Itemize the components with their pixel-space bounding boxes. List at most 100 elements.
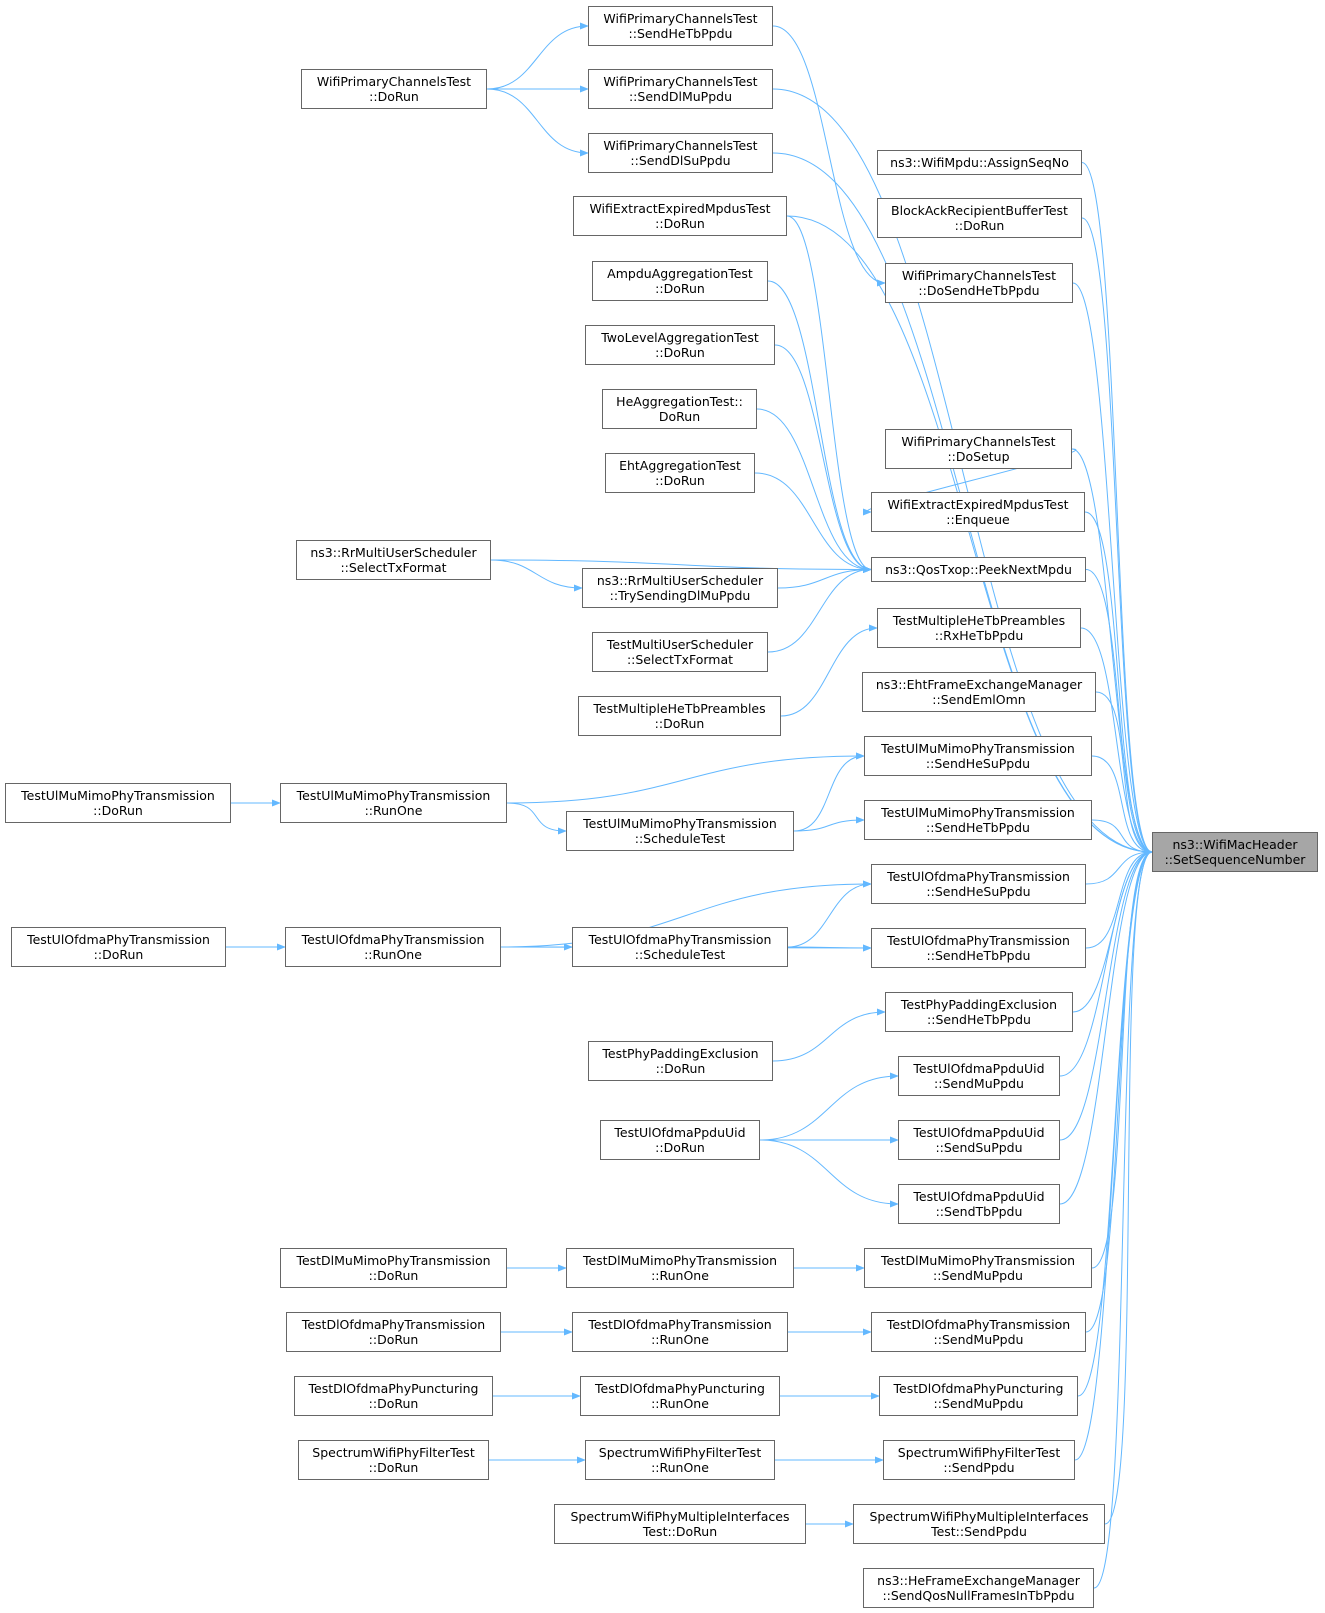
graph-node[interactable]: SpectrumWifiPhyFilterTest::SendPpdu bbox=[883, 1440, 1075, 1480]
graph-node[interactable]: TestMultiUserScheduler::SelectTxFormat bbox=[592, 632, 768, 672]
node-label-line2: ::DoRun bbox=[655, 1061, 706, 1076]
graph-node[interactable]: WifiPrimaryChannelsTest::DoRun bbox=[301, 69, 487, 109]
graph-node[interactable]: WifiPrimaryChannelsTest::SendHeTbPpdu bbox=[588, 6, 773, 46]
root-node-set-sequence-number[interactable]: ns3::WifiMacHeader::SetSequenceNumber bbox=[1152, 832, 1318, 872]
graph-node[interactable]: AmpduAggregationTest::DoRun bbox=[592, 261, 768, 301]
call-edge bbox=[1085, 848, 1153, 949]
node-label-line1: HeAggregationTest:: bbox=[616, 394, 743, 409]
graph-node[interactable]: TestUlOfdmaPpduUid::SendTbPpdu bbox=[898, 1184, 1060, 1224]
call-edge bbox=[1085, 569, 1153, 856]
node-label-line1: BlockAckRecipientBufferTest bbox=[891, 203, 1068, 218]
graph-node[interactable]: SpectrumWifiPhyFilterTest::DoRun bbox=[298, 1440, 489, 1480]
node-label-line1: TestUlOfdmaPhyTransmission bbox=[301, 932, 485, 947]
graph-node[interactable]: WifiExtractExpiredMpdusTest::DoRun bbox=[573, 196, 787, 236]
graph-node[interactable]: TestUlMuMimoPhyTransmission::RunOne bbox=[280, 783, 507, 823]
graph-node[interactable]: TestUlOfdmaPpduUid::DoRun bbox=[600, 1120, 760, 1160]
graph-node[interactable]: TestMultipleHeTbPreambles::DoRun bbox=[578, 696, 781, 736]
node-label-line2: ::DoRun bbox=[655, 216, 705, 231]
graph-node[interactable]: TestDlMuMimoPhyTransmission::RunOne bbox=[566, 1248, 794, 1288]
graph-node[interactable]: ns3::RrMultiUserScheduler::TrySendingDlM… bbox=[582, 568, 778, 608]
graph-node[interactable]: TwoLevelAggregationTest::DoRun bbox=[585, 325, 775, 365]
node-label-line1: TestDlOfdmaPhyTransmission bbox=[886, 1317, 1071, 1332]
graph-node[interactable]: WifiPrimaryChannelsTest::SendDlSuPpdu bbox=[588, 133, 773, 173]
graph-node[interactable]: ns3::WifiMpdu::AssignSeqNo bbox=[877, 150, 1082, 175]
node-label-line2: ::SendSuPpdu bbox=[935, 1140, 1023, 1155]
node-label-line1: TestMultipleHeTbPreambles bbox=[892, 613, 1066, 628]
graph-node[interactable]: TestDlOfdmaPhyPuncturing::RunOne bbox=[580, 1376, 780, 1416]
call-edge bbox=[767, 280, 872, 574]
node-label-line2: ::DoSetup bbox=[947, 449, 1010, 464]
node-label-line2: ::SendHeTbPpdu bbox=[926, 948, 1031, 963]
call-edge bbox=[1081, 217, 1153, 856]
graph-node[interactable]: TestDlOfdmaPhyTransmission::SendMuPpdu bbox=[871, 1312, 1086, 1352]
graph-node[interactable]: TestUlMuMimoPhyTransmission::DoRun bbox=[5, 783, 231, 823]
graph-node[interactable]: TestUlOfdmaPhyTransmission::SendHeSuPpdu bbox=[871, 864, 1086, 904]
graph-node[interactable]: ns3::EhtFrameExchangeManager::SendEmlOmn bbox=[862, 672, 1096, 712]
node-label-line2: Test::SendPpdu bbox=[931, 1524, 1027, 1539]
node-label-line2: ::RxHeTbPpdu bbox=[934, 628, 1024, 643]
node-label-line2: ::SendMuPpdu bbox=[933, 1268, 1023, 1283]
graph-node[interactable]: WifiPrimaryChannelsTest::DoSendHeTbPpdu bbox=[885, 263, 1073, 303]
node-label-line1: TestMultiUserScheduler bbox=[606, 637, 754, 652]
graph-node[interactable]: TestDlOfdmaPhyTransmission::DoRun bbox=[286, 1312, 501, 1352]
graph-node[interactable]: TestUlOfdmaPhyTransmission::ScheduleTest bbox=[572, 927, 788, 967]
graph-node[interactable]: TestPhyPaddingExclusion::SendHeTbPpdu bbox=[885, 992, 1073, 1032]
graph-node[interactable]: WifiPrimaryChannelsTest::SendDlMuPpdu bbox=[588, 69, 773, 109]
graph-node[interactable]: TestPhyPaddingExclusion::DoRun bbox=[588, 1041, 773, 1081]
graph-node[interactable]: TestDlMuMimoPhyTransmission::SendMuPpdu bbox=[864, 1248, 1092, 1288]
graph-node[interactable]: HeAggregationTest::DoRun bbox=[602, 389, 757, 429]
graph-node[interactable]: TestUlOfdmaPhyTransmission::DoRun bbox=[11, 927, 226, 967]
graph-node[interactable]: TestUlMuMimoPhyTransmission::ScheduleTes… bbox=[566, 811, 794, 851]
call-edge bbox=[1091, 848, 1153, 1269]
node-label-line1: TestPhyPaddingExclusion bbox=[602, 1046, 759, 1061]
node-label-line2: ::DoRun bbox=[655, 281, 705, 296]
graph-node[interactable]: ns3::HeFrameExchangeManager::SendQosNull… bbox=[863, 1568, 1094, 1608]
node-label-line1: SpectrumWifiPhyFilterTest bbox=[897, 1445, 1061, 1460]
call-edge bbox=[793, 816, 865, 832]
node-label-line1: TestDlMuMimoPhyTransmission bbox=[582, 1253, 778, 1268]
graph-node[interactable]: TestDlMuMimoPhyTransmission::DoRun bbox=[280, 1248, 507, 1288]
call-edge bbox=[1074, 848, 1153, 1461]
graph-node[interactable]: TestUlOfdmaPpduUid::SendMuPpdu bbox=[898, 1056, 1060, 1096]
node-label-line2: ::DoRun bbox=[654, 716, 705, 731]
node-label-line2: ::RunOne bbox=[651, 1268, 709, 1283]
graph-node[interactable]: BlockAckRecipientBufferTest::DoRun bbox=[877, 198, 1082, 238]
node-label-line1: TestUlOfdmaPhyTransmission bbox=[887, 869, 1070, 884]
call-edge bbox=[486, 88, 589, 157]
node-label-line1: SpectrumWifiPhyFilterTest bbox=[312, 1445, 475, 1460]
graph-node[interactable]: TestUlOfdmaPhyTransmission::RunOne bbox=[285, 927, 501, 967]
graph-node[interactable]: SpectrumWifiPhyFilterTest::RunOne bbox=[585, 1440, 775, 1480]
call-edge bbox=[1080, 627, 1153, 856]
graph-node[interactable]: TestUlMuMimoPhyTransmission::SendHeTbPpd… bbox=[864, 800, 1092, 840]
graph-node[interactable]: TestDlOfdmaPhyPuncturing::SendMuPpdu bbox=[879, 1376, 1078, 1416]
node-label-line2: ::SendEmlOmn bbox=[932, 692, 1026, 707]
call-edge bbox=[756, 408, 872, 574]
call-edge bbox=[490, 559, 872, 574]
node-label-line1: SpectrumWifiPhyMultipleInterfaces bbox=[869, 1509, 1089, 1524]
graph-node[interactable]: TestDlOfdmaPhyPuncturing::DoRun bbox=[294, 1376, 493, 1416]
node-label-line2: ::DoRun bbox=[368, 1460, 419, 1475]
node-label-line1: TestUlOfdmaPhyTransmission bbox=[27, 932, 210, 947]
node-label-line2: ::RunOne bbox=[651, 1332, 709, 1347]
call-edge bbox=[1085, 848, 1153, 885]
graph-node[interactable]: EhtAggregationTest::DoRun bbox=[605, 453, 755, 493]
graph-node[interactable]: WifiPrimaryChannelsTest::DoSetup bbox=[885, 429, 1072, 469]
node-label-line1: TestUlMuMimoPhyTransmission bbox=[296, 788, 491, 803]
node-label-line1: TestDlOfdmaPhyTransmission bbox=[588, 1317, 772, 1332]
node-label-line1: ns3::RrMultiUserScheduler bbox=[596, 573, 764, 588]
graph-node[interactable]: WifiExtractExpiredMpdusTest::Enqueue bbox=[871, 492, 1085, 532]
graph-node[interactable]: ns3::QosTxop::PeekNextMpdu bbox=[871, 557, 1086, 582]
graph-node[interactable]: TestMultipleHeTbPreambles::RxHeTbPpdu bbox=[877, 608, 1081, 648]
call-edge bbox=[1059, 848, 1153, 1141]
call-edge bbox=[754, 472, 872, 574]
graph-node[interactable]: TestDlOfdmaPhyTransmission::RunOne bbox=[572, 1312, 788, 1352]
call-edge bbox=[759, 1072, 899, 1141]
graph-node[interactable]: ns3::RrMultiUserScheduler::SelectTxForma… bbox=[296, 540, 491, 580]
node-label-line2: ::DoSendHeTbPpdu bbox=[918, 283, 1040, 298]
graph-node[interactable]: TestUlOfdmaPpduUid::SendSuPpdu bbox=[898, 1120, 1060, 1160]
node-label-line2: ::SetSequenceNumber bbox=[1164, 852, 1306, 867]
graph-node[interactable]: TestUlOfdmaPhyTransmission::SendHeTbPpdu bbox=[871, 928, 1086, 968]
graph-node[interactable]: TestUlMuMimoPhyTransmission::SendHeSuPpd… bbox=[864, 736, 1092, 776]
